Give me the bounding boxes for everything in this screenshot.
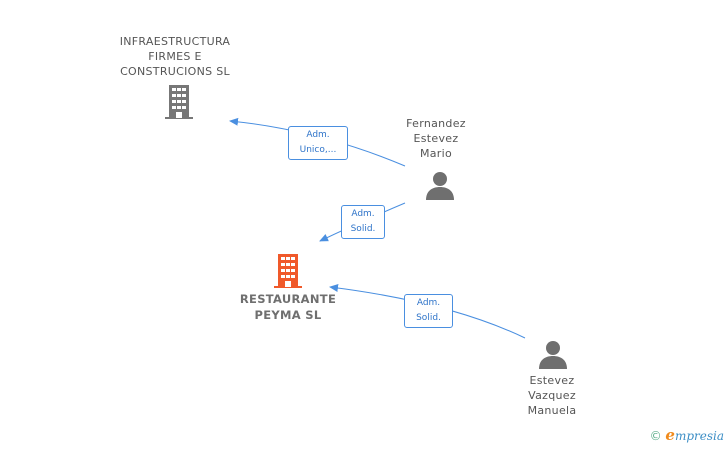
brand-e: e [665, 426, 675, 444]
node-label-line: FIRMES E [148, 50, 202, 63]
edge-label-adm-solid-1[interactable]: Adm. Solid. [341, 205, 385, 239]
person-icon[interactable] [538, 339, 568, 369]
node-label-fernandez[interactable]: Fernandez Estevez Mario [385, 116, 487, 161]
node-label-line: Vazquez [528, 389, 576, 402]
node-label-restaurante[interactable]: RESTAURANTE PEYMA SL [220, 291, 356, 323]
node-label-line: RESTAURANTE [239, 292, 337, 306]
node-label-infra[interactable]: INFRAESTRUCTURA FIRMES E CONSTRUCIONS SL [105, 34, 245, 79]
copyright-icon: © [649, 429, 662, 443]
edge-label-adm-solid-2[interactable]: Adm. Solid. [404, 294, 453, 328]
building-icon[interactable] [272, 254, 304, 288]
node-label-line: Estevez [529, 374, 575, 387]
person-icon[interactable] [425, 170, 455, 200]
edge-label-line: Unico,... [299, 145, 337, 155]
node-label-estevez[interactable]: Estevez Vazquez Manuela [501, 373, 603, 418]
node-label-line: INFRAESTRUCTURA [119, 35, 231, 48]
building-icon[interactable] [163, 85, 195, 119]
node-label-line: Fernandez [406, 117, 466, 130]
node-label-line: Estevez [413, 132, 459, 145]
node-label-line: Manuela [527, 404, 577, 417]
edge-label-adm-unico[interactable]: Adm. Unico,... [288, 126, 348, 160]
brand-name: mpresia [674, 429, 724, 443]
edge-label-line: Adm. [306, 130, 330, 140]
node-label-line: CONSTRUCIONS SL [120, 65, 230, 78]
edge-label-line: Solid. [416, 313, 441, 323]
edge-label-line: Solid. [350, 224, 376, 234]
edge-label-line: Adm. [351, 209, 375, 219]
empresia-logo: © empresia [650, 426, 724, 444]
edge-label-line: Adm. [416, 298, 441, 308]
node-label-line: PEYMA SL [254, 308, 322, 322]
node-label-line: Mario [419, 147, 453, 160]
